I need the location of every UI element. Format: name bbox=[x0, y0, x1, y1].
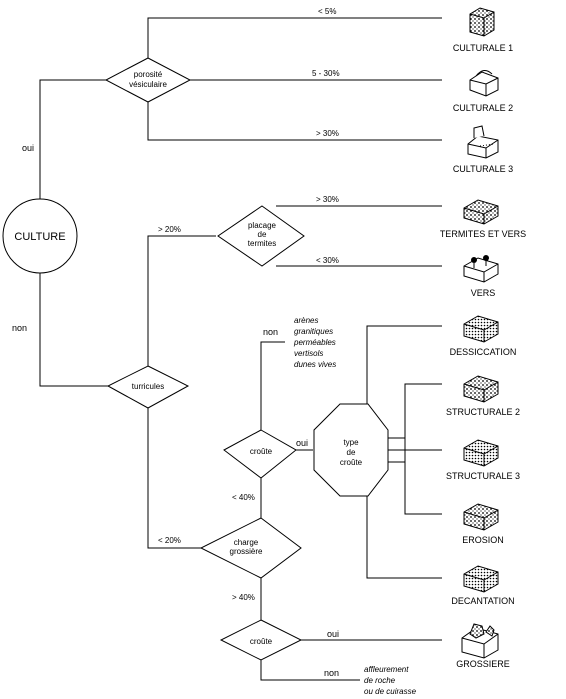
outcome-dessiccation: DESSICCATION bbox=[450, 347, 517, 357]
edge-lt20: < 20% bbox=[158, 536, 181, 545]
structurale-2-soil-block-icon bbox=[463, 375, 499, 403]
outcome-decantation: DECANTATION bbox=[451, 596, 514, 606]
croute1-label: croûte bbox=[250, 447, 273, 456]
root-label: CULTURE bbox=[14, 231, 65, 243]
note-outcrop: affleurement de roche ou de cuirasse bbox=[364, 665, 417, 696]
edge-non: non bbox=[12, 323, 27, 333]
decision-croute-1: croûte bbox=[223, 429, 297, 479]
edge-termites-gt30: > 30% bbox=[316, 195, 339, 204]
edge-lt5: < 5% bbox=[318, 7, 336, 16]
outcome-erosion: EROSION bbox=[462, 535, 504, 545]
outcome-culturale-1: CULTURALE 1 bbox=[453, 43, 513, 53]
note-no-crust-4: dunes vives bbox=[294, 360, 336, 369]
note-no-crust-2: perméables bbox=[293, 338, 336, 347]
decantation-soil-block-icon bbox=[463, 565, 499, 593]
croute2-label: croûte bbox=[250, 637, 273, 646]
dessiccation-soil-block-icon bbox=[463, 315, 499, 343]
charge-line2: grossière bbox=[230, 547, 263, 556]
turricules-label: turricules bbox=[132, 382, 164, 391]
decision-termites: placage de termites bbox=[217, 205, 305, 267]
porosity-line2: vésiculaire bbox=[129, 80, 167, 89]
edge-lt40: < 40% bbox=[232, 493, 255, 502]
culturale-2-soil-block-icon bbox=[469, 70, 499, 97]
root-node-culture: CULTURE bbox=[2, 198, 78, 274]
erosion-soil-block-icon bbox=[463, 503, 499, 531]
edge-gt20: > 20% bbox=[158, 225, 181, 234]
edge-gt30: > 30% bbox=[316, 129, 339, 138]
edge-gt40: > 40% bbox=[232, 593, 255, 602]
note-no-crust-soils: arènes granitiques perméables vertisols … bbox=[293, 316, 336, 369]
structurale-3-soil-block-icon bbox=[463, 439, 499, 467]
culturale-3-soil-block-icon bbox=[467, 125, 499, 159]
edge-croute2-non: non bbox=[324, 668, 339, 678]
outcome-structurale-2: STRUCTURALE 2 bbox=[446, 407, 520, 417]
type-line3: croûte bbox=[340, 458, 363, 467]
outcome-culturale-3: CULTURALE 3 bbox=[453, 164, 513, 174]
edge-croute2-oui: oui bbox=[327, 629, 339, 639]
edge-5-30: 5 - 30% bbox=[312, 69, 340, 78]
connector-lines bbox=[39, 17, 442, 681]
note-no-crust-0: arènes bbox=[294, 316, 318, 325]
termites-line2: de bbox=[258, 230, 267, 239]
porosity-line1: porosité bbox=[134, 70, 163, 79]
decision-type-de-croute: type de croûte bbox=[313, 403, 389, 497]
edge-oui: oui bbox=[22, 143, 34, 153]
note-outcrop-0: affleurement bbox=[364, 665, 409, 674]
decision-croute-2: croûte bbox=[219, 619, 303, 661]
decision-charge: charge grossière bbox=[199, 517, 302, 579]
edge-croute-non: non bbox=[263, 327, 278, 337]
type-line1: type bbox=[343, 438, 359, 447]
culturale-1-soil-block-icon bbox=[469, 7, 495, 37]
outcome-culturale-2: CULTURALE 2 bbox=[453, 103, 513, 113]
termites-line1: placage bbox=[248, 221, 277, 230]
note-no-crust-3: vertisols bbox=[294, 349, 323, 358]
type-line2: de bbox=[347, 448, 356, 457]
edge-labels: oui non < 5% 5 - 30% > 30% > 20% > 30% <… bbox=[12, 7, 340, 678]
decision-turricules: turricules bbox=[106, 365, 190, 409]
termites-line3: termites bbox=[248, 239, 276, 248]
outcome-vers: VERS bbox=[471, 288, 496, 298]
grossiere-soil-block-icon bbox=[461, 623, 499, 659]
charge-line1: charge bbox=[234, 538, 259, 547]
termites-soil-block-icon bbox=[463, 199, 499, 225]
outcome-labels: CULTURALE 1 CULTURALE 2 CULTURALE 3 TERM… bbox=[440, 43, 526, 669]
decision-porosity: porosité vésiculaire bbox=[104, 57, 192, 103]
outcome-termites-et-vers: TERMITES ET VERS bbox=[440, 229, 526, 239]
outcome-structurale-3: STRUCTURALE 3 bbox=[446, 471, 520, 481]
note-outcrop-2: ou de cuirasse bbox=[364, 687, 417, 696]
note-outcrop-1: de roche bbox=[364, 676, 396, 685]
outcome-grossiere: GROSSIERE bbox=[456, 659, 510, 669]
edge-croute-oui: oui bbox=[296, 438, 308, 448]
worms-soil-block-icon bbox=[463, 255, 499, 283]
edge-termites-lt30: < 30% bbox=[316, 256, 339, 265]
note-no-crust-1: granitiques bbox=[294, 327, 333, 336]
